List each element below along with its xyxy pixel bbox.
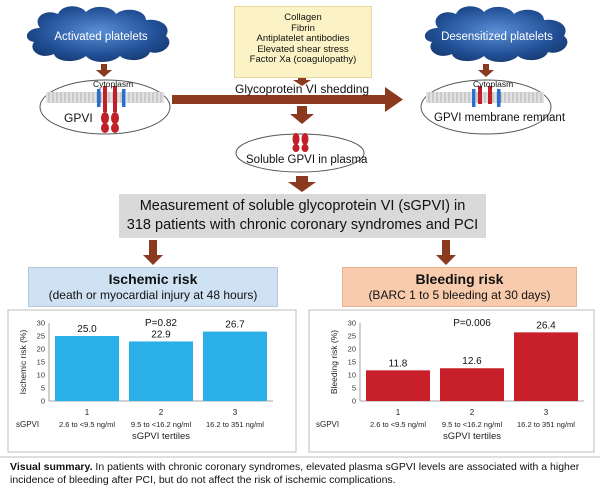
remnant-label: GPVI membrane remnant <box>434 112 566 124</box>
activated-platelets-label: Activated platelets <box>54 31 148 43</box>
soluble-gpvi-label: Soluble GPVI in plasma <box>246 154 368 166</box>
bar-1 <box>366 370 430 401</box>
measurement-line-1: Measurement of soluble glycoprotein VI (… <box>139 198 466 214</box>
x-tick-label: 3 <box>544 408 549 417</box>
bar-value-label: 26.7 <box>225 320 245 331</box>
y-tick-label: 25 <box>348 332 356 341</box>
y-axis-label: Ischemic risk (%) <box>18 329 28 394</box>
bar-3 <box>203 331 267 401</box>
agent-item: Elevated shear stress <box>257 43 349 55</box>
agent-item: Antiplatelet antibodies <box>256 33 350 44</box>
activated-platelet-cloud <box>26 6 170 63</box>
y-tick-label: 30 <box>348 319 356 328</box>
shedding-arrow <box>172 87 403 112</box>
y-tick-label: 15 <box>37 358 45 367</box>
gpvi-label: GPVI <box>64 111 93 125</box>
bar-value-label: 25.0 <box>77 324 97 335</box>
cytoplasm-label-right: Cytoplasm <box>473 79 514 89</box>
bar-3 <box>514 332 578 401</box>
ischemic-risk-subtitle: (death or myocardial injury at 48 hours) <box>48 288 258 302</box>
bar-value-label: 22.9 <box>151 329 171 340</box>
bleeding-risk-box: Bleeding risk (BARC 1 to 5 bleeding at 3… <box>342 267 577 307</box>
summary-body: In patients with chronic coronary syndro… <box>10 461 580 486</box>
desensitized-platelet-cell <box>420 79 552 135</box>
tertile-range-label: 2.6 to <9.5 ng/ml <box>370 420 426 429</box>
bar-value-label: 11.8 <box>389 358 408 369</box>
y-axis-label: Bleeding risk (%) <box>329 330 339 394</box>
y-tick-label: 5 <box>352 384 356 393</box>
y-tick-label: 30 <box>37 319 45 328</box>
tertile-range-label: 9.5 to <16.2 ng/ml <box>131 420 192 429</box>
row-label-sgpvi: sGPVI <box>16 420 39 429</box>
x-axis-label: sGPVI tertiles <box>132 431 190 442</box>
bleeding-risk-subtitle: (BARC 1 to 5 bleeding at 30 days) <box>368 288 551 302</box>
tertile-range-label: 16.2 to 351 ng/ml <box>206 420 264 429</box>
agents-down-arrow <box>293 77 311 86</box>
agent-item: Factor Xa (coagulopathy) <box>249 54 357 65</box>
y-tick-label: 20 <box>37 345 45 354</box>
y-tick-label: 10 <box>37 371 45 380</box>
x-tick-label: 2 <box>470 408 475 417</box>
soluble-down-arrow <box>290 106 314 124</box>
y-tick-label: 0 <box>41 397 45 406</box>
ischemic-risk-title: Ischemic risk <box>108 271 198 287</box>
tertile-range-label: 16.2 to 351 ng/ml <box>517 420 575 429</box>
measurement-arrow <box>288 176 316 192</box>
x-tick-label: 1 <box>396 408 401 417</box>
bleeding-risk-title: Bleeding risk <box>415 271 504 287</box>
activating-agents-box: Collagen Fibrin Antiplatelet antibodies … <box>234 6 372 78</box>
bar-2 <box>129 341 193 401</box>
measurement-line-2: 318 patients with chronic coronary syndr… <box>126 217 479 233</box>
bar-value-label: 26.4 <box>536 320 556 331</box>
gpvi-remnant-receptors <box>472 86 501 107</box>
p-value-label: P=0.006 <box>453 318 491 329</box>
visual-summary-text: Visual summary. In patients with chronic… <box>10 461 592 487</box>
desensitized-platelets-label: Desensitized platelets <box>441 31 553 43</box>
y-tick-label: 15 <box>348 358 356 367</box>
desensitized-platelet-cloud <box>424 6 568 63</box>
x-axis-label: sGPVI tertiles <box>443 431 501 442</box>
ischemic-risk-box: Ischemic risk (death or myocardial injur… <box>28 267 278 307</box>
row-label-sgpvi: sGPVI <box>316 420 339 429</box>
risk-arrows <box>143 240 456 265</box>
bar-value-label: 12.6 <box>462 356 482 367</box>
y-tick-label: 20 <box>348 345 356 354</box>
cloud-arrows <box>96 64 494 77</box>
agent-item: Fibrin <box>291 22 315 34</box>
y-tick-label: 10 <box>348 371 356 380</box>
soluble-gpvi-ellipse <box>235 133 365 173</box>
bar-2 <box>440 368 504 401</box>
x-tick-label: 1 <box>85 408 90 417</box>
gpvi-receptors-left <box>97 86 126 133</box>
x-tick-label: 3 <box>233 408 238 417</box>
bar-1 <box>55 336 119 401</box>
agent-item: Collagen <box>284 12 322 23</box>
y-tick-label: 25 <box>37 332 45 341</box>
tertile-range-label: 9.5 to <16.2 ng/ml <box>442 420 503 429</box>
cytoplasm-label-left: Cytoplasm <box>93 79 134 89</box>
y-tick-label: 5 <box>41 384 45 393</box>
summary-heading: Visual summary. <box>10 461 93 473</box>
tertile-range-label: 2.6 to <9.5 ng/ml <box>59 420 115 429</box>
p-value-label: P=0.82 <box>145 318 177 329</box>
y-tick-label: 0 <box>352 397 356 406</box>
shedding-label: Glycoprotein VI shedding <box>235 82 370 96</box>
measurement-box: Measurement of soluble glycoprotein VI (… <box>119 194 486 238</box>
x-tick-label: 2 <box>159 408 164 417</box>
